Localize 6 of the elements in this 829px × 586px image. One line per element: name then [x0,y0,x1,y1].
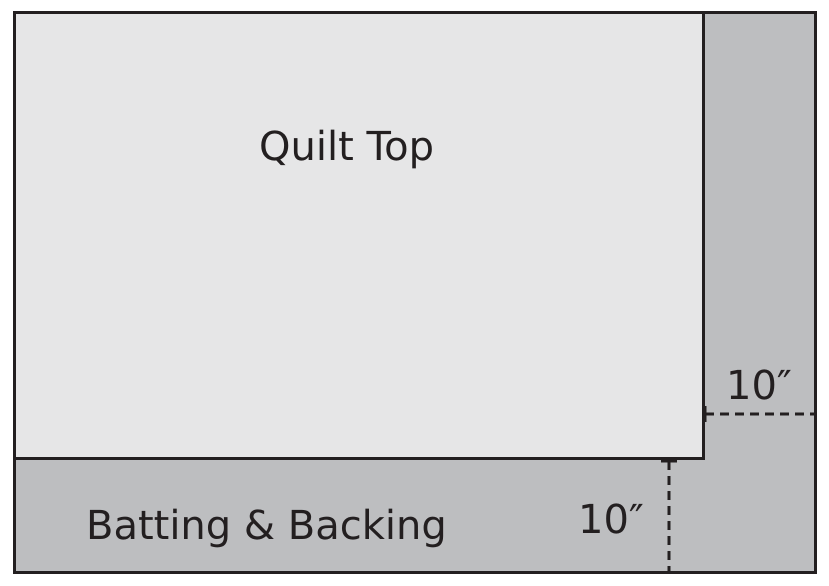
fabric-layer [13,11,817,574]
fabric-layer [13,11,705,460]
dimension-label: 10″ [726,366,792,406]
layer-label: Quilt Top [259,127,434,167]
dimension-label: 10″ [578,500,644,540]
layer-label: Batting & Backing [86,506,447,546]
